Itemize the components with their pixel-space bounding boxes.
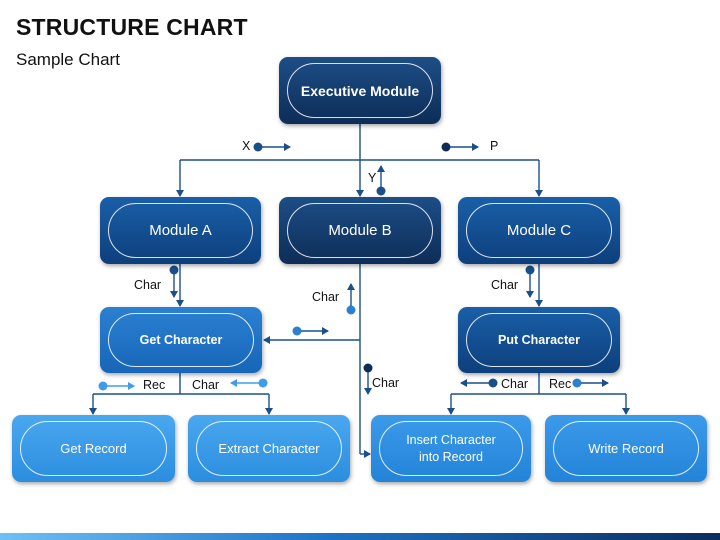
flow-label-char-a: Char xyxy=(134,278,162,292)
flow-char-a-flag xyxy=(169,265,179,298)
flow-label-char-b: Char xyxy=(312,290,340,304)
flow-label-char-c: Char xyxy=(491,278,519,292)
flow-label-y: Y xyxy=(368,171,377,185)
flow-label-x: X xyxy=(242,139,251,153)
module-c-box[interactable]: Module C xyxy=(458,197,620,264)
flow-rec-right-flag xyxy=(572,378,609,388)
insert-character-label-line2: into Record xyxy=(419,449,483,464)
flow-char-left-flag xyxy=(230,378,268,388)
page-title: STRUCTURE CHART xyxy=(16,14,248,40)
flow-label-char-right: Char xyxy=(501,377,529,391)
module-a-label: Module A xyxy=(149,222,212,239)
get-character-label: Get Character xyxy=(139,333,223,347)
flow-label-p: P xyxy=(490,139,499,153)
flow-rec-left-flag xyxy=(98,381,135,391)
extract-character-box[interactable]: Extract Character xyxy=(188,415,350,482)
put-character-label: Put Character xyxy=(498,333,580,347)
flow-get-char-right-flag xyxy=(292,326,329,336)
flow-x-flag xyxy=(253,142,291,152)
executive-module-box[interactable]: Executive Module xyxy=(279,57,441,124)
get-record-label: Get Record xyxy=(60,441,127,456)
flow-char-right-flag xyxy=(460,378,498,388)
flow-label-rec-right: Rec xyxy=(549,377,572,391)
flow-char-b-down-flag xyxy=(363,363,373,395)
flow-p-flag xyxy=(441,142,479,152)
get-character-box[interactable]: Get Character xyxy=(100,307,262,373)
module-c-label: Module C xyxy=(506,222,572,239)
write-record-label: Write Record xyxy=(588,441,664,456)
flow-char-c-flag xyxy=(525,265,535,298)
write-record-box[interactable]: Write Record xyxy=(545,415,707,482)
module-b-box[interactable]: Module B xyxy=(279,197,441,264)
flow-y-flag xyxy=(376,165,386,196)
insert-character-box[interactable]: Insert Character into Record xyxy=(371,415,531,482)
page-subtitle: Sample Chart xyxy=(16,50,120,69)
executive-module-label: Executive Module xyxy=(300,82,420,99)
insert-character-label-line1: Insert Character xyxy=(406,432,496,447)
get-record-box[interactable]: Get Record xyxy=(12,415,175,482)
flow-char-b-flag xyxy=(346,283,356,315)
put-character-box[interactable]: Put Character xyxy=(458,307,620,373)
flow-label-char-b-down: Char xyxy=(372,376,400,390)
flow-label-rec-left: Rec xyxy=(143,378,166,392)
module-a-box[interactable]: Module A xyxy=(100,197,261,264)
footer-accent-bar xyxy=(0,533,720,540)
extract-character-label: Extract Character xyxy=(218,441,320,456)
module-b-label: Module B xyxy=(328,222,392,239)
flow-label-char-left: Char xyxy=(192,378,220,392)
